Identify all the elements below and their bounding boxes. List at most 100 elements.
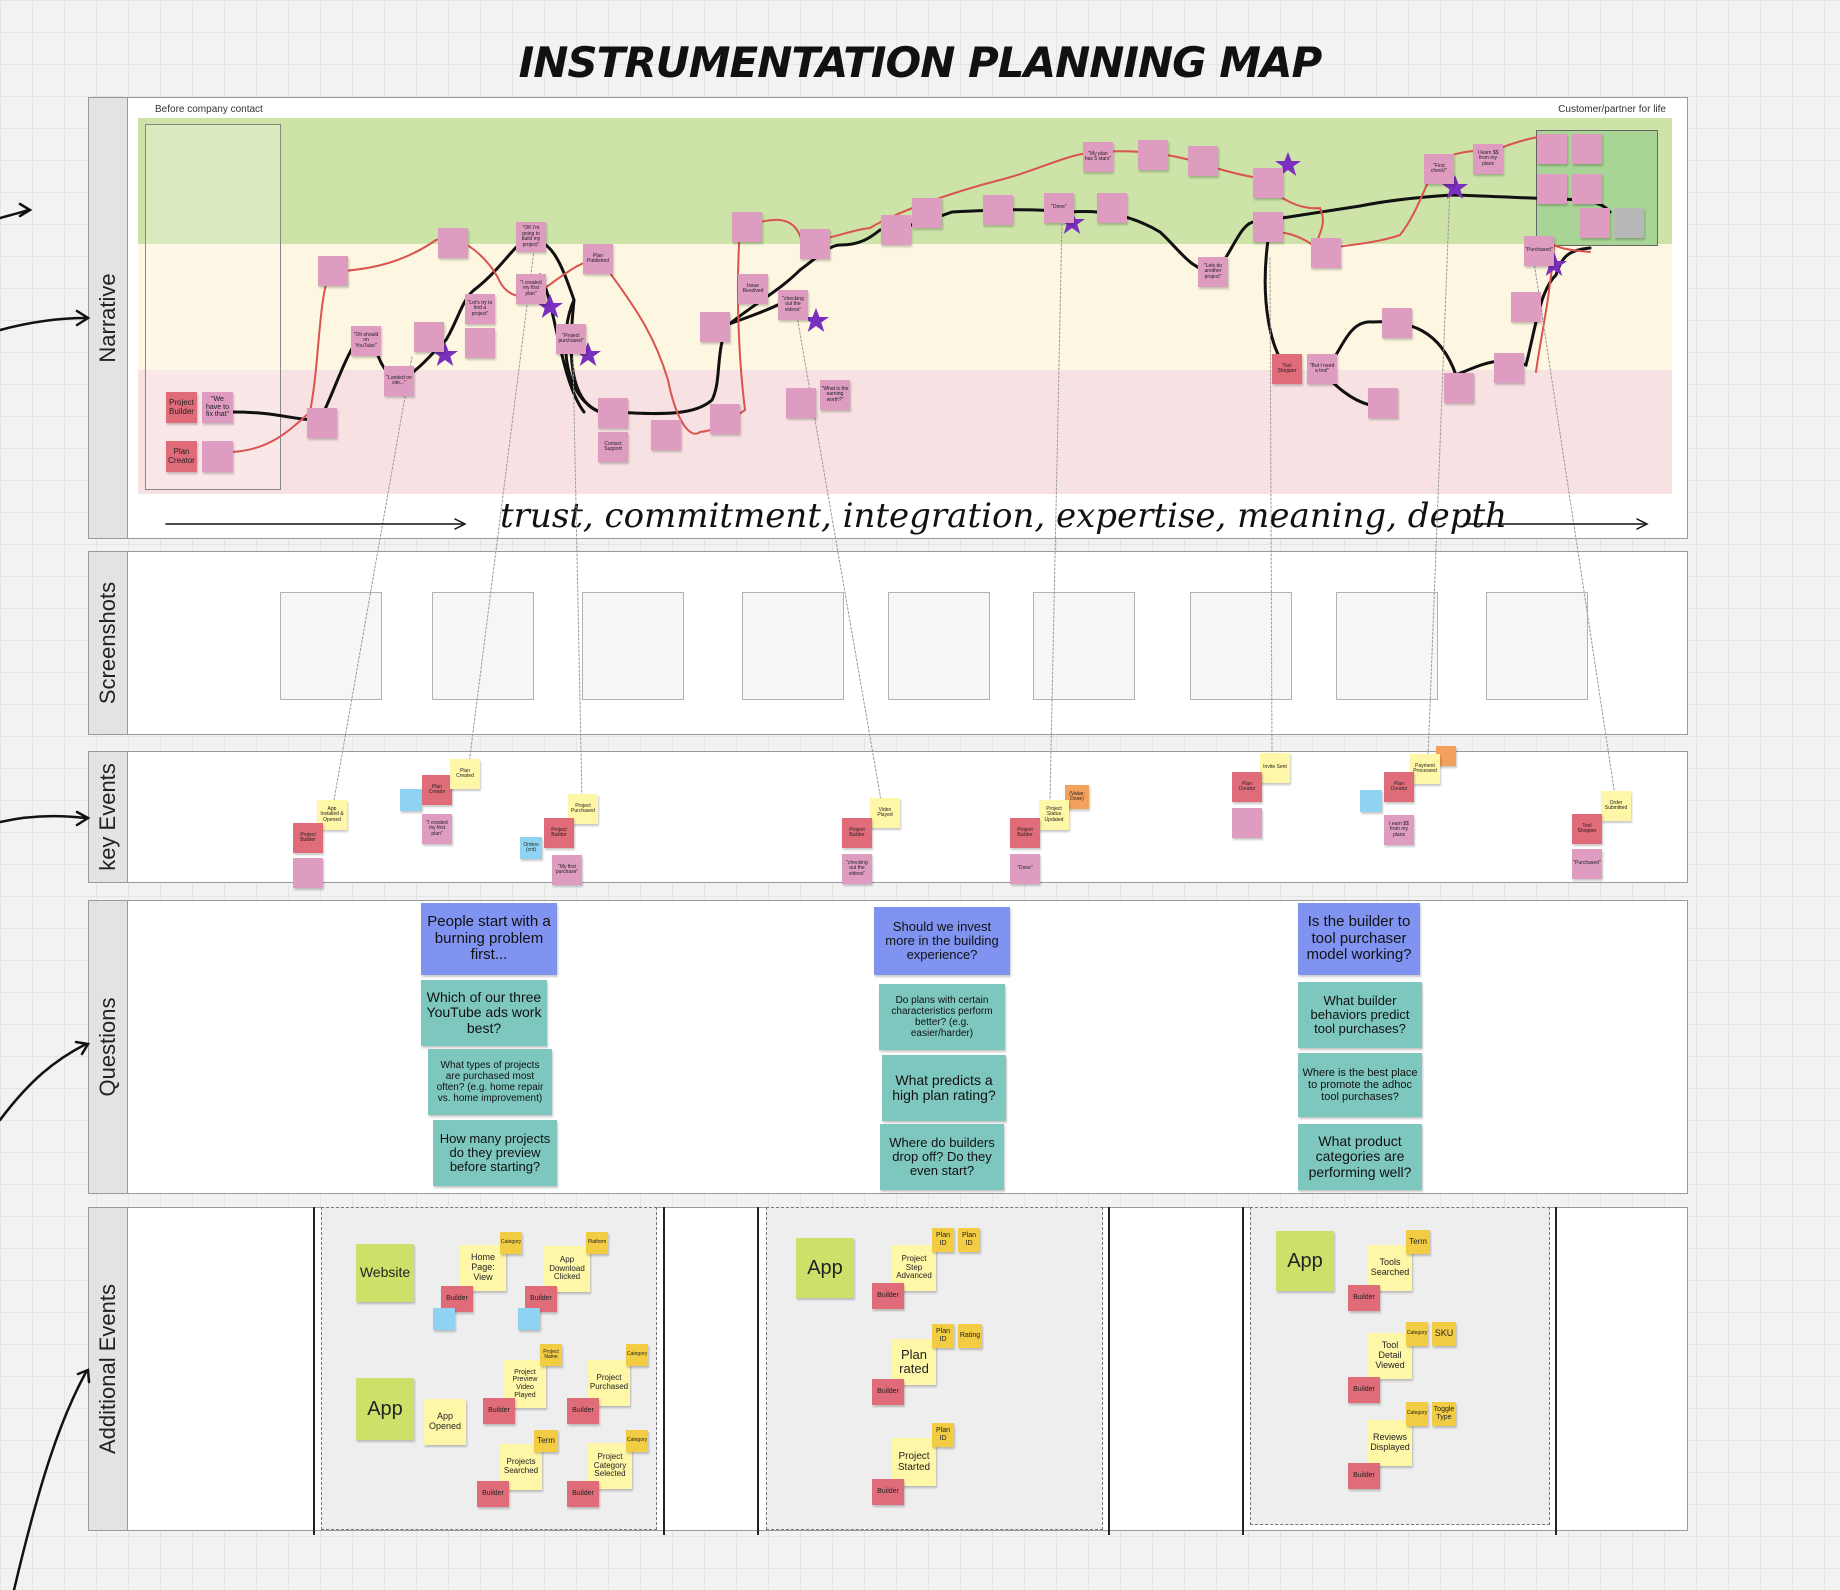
event-home-page-view: Home Page: View: [460, 1245, 506, 1291]
sticky-quote: "My plan has 5 stars": [1083, 142, 1113, 172]
event-quote: "I created my first plan": [422, 814, 452, 844]
event-plan-rated: Plan rated: [892, 1339, 936, 1385]
screenshot-placeholder: [582, 592, 684, 700]
actor-builder: Builder: [1348, 1377, 1380, 1403]
sticky-issue-resolved: Issue Resolved: [738, 274, 768, 304]
star-icon: [1275, 152, 1301, 176]
event-property: [400, 789, 422, 811]
screenshot-placeholder: [1486, 592, 1588, 700]
before-contact-caption: Before company contact: [155, 104, 263, 115]
actor-builder: Builder: [872, 1283, 904, 1309]
sticky-note: [1572, 134, 1602, 164]
sticky-note: [732, 212, 762, 242]
sticky-contact-support: Contact Support: [598, 432, 628, 462]
property-project-name: Project Name: [540, 1344, 562, 1366]
event-project-purchased: Project Purchased: [588, 1360, 630, 1406]
event-tools-searched: Tools Searched: [1368, 1245, 1412, 1291]
sticky-note: [293, 858, 323, 888]
property-term: Term: [534, 1430, 558, 1452]
sticky-project-builder: Project Builder: [166, 392, 197, 423]
event-project-started: Project Started: [892, 1438, 936, 1486]
event-link: [572, 357, 583, 801]
sticky-quote-done: "Done": [1044, 193, 1074, 223]
question-note: What types of projects are purchased mos…: [428, 1049, 552, 1115]
sticky-note: [1138, 140, 1168, 170]
sticky-note: [1511, 292, 1541, 322]
event-property: [1436, 746, 1456, 766]
question-note: What builder behaviors predict tool purc…: [1298, 982, 1422, 1048]
star-icon: [803, 308, 829, 332]
event-actor-plan-creator: Plan Creator: [422, 775, 452, 805]
property-sku: SKU: [1432, 1322, 1456, 1346]
star-icon: [1541, 252, 1567, 276]
narrative-lane-label: Narrative: [88, 97, 128, 539]
sticky-quote: "Let's try to find a project": [465, 294, 495, 324]
sticky-quote: "Landed on site...": [384, 366, 414, 396]
sticky-note: [1444, 373, 1474, 403]
sticky-note: [598, 398, 628, 428]
screenshot-placeholder: [742, 592, 844, 700]
event-tool-detail-viewed: Tool Detail Viewed: [1368, 1333, 1412, 1379]
event-quote: I earn $$ from my plans: [1384, 815, 1414, 845]
key-events-lane-label: key Events: [88, 751, 128, 883]
sticky-note: [1188, 146, 1218, 176]
sticky-note: [710, 404, 740, 434]
question-headline: Is the builder to tool purchaser model w…: [1298, 903, 1420, 975]
sticky-quote: "Oh should on YouTube": [351, 326, 381, 356]
property-platform: Platform: [586, 1232, 608, 1254]
sticky-note: [1368, 388, 1398, 418]
event-project-status-updated: Project Status Updated: [1039, 800, 1069, 830]
incoming-arrow: [0, 208, 30, 220]
incoming-arrow: [0, 316, 88, 332]
before-contact-frame: [145, 124, 281, 490]
sticky-note: [786, 388, 816, 418]
actor-builder: Builder: [441, 1286, 473, 1312]
event-quote: "My first purchase": [552, 855, 582, 885]
column-divider: [1108, 1207, 1110, 1535]
sticky-plan-published: Plan Published: [583, 244, 613, 274]
sticky-note: [307, 408, 337, 438]
property-plan-id: Plan ID: [932, 1423, 954, 1447]
property-category: Category: [1406, 1402, 1428, 1426]
sticky-quote: "I created my first plan": [516, 274, 546, 304]
actor-builder: Builder: [567, 1398, 599, 1424]
star-icon: [432, 342, 458, 366]
incoming-arrow: [12, 1370, 88, 1590]
sticky-note: [1253, 168, 1283, 198]
event-link: [1269, 257, 1273, 759]
question-note: Which of our three YouTube ads work best…: [421, 980, 547, 1046]
property-plan-id: Plan ID: [932, 1228, 954, 1252]
event-actor-project-builder: Project Builder: [842, 818, 872, 848]
event-actor-plan-creator: Plan Creator: [1384, 772, 1414, 802]
event-actor-plan-creator: Plan Creator: [1232, 772, 1262, 802]
column-divider: [1242, 1207, 1244, 1535]
actor-builder: Builder: [567, 1481, 599, 1507]
column-divider: [663, 1207, 665, 1535]
event-actor-project-builder: Project Builder: [544, 818, 574, 848]
sticky-quote: "OK I'm going to build my project": [516, 222, 546, 252]
property-rating: Rating: [958, 1324, 982, 1348]
event-property-orders: Orders (cnt): [520, 837, 542, 859]
sticky-note: [1097, 193, 1127, 223]
event-property: [1360, 790, 1382, 812]
questions-lane-label: Questions: [88, 900, 128, 1194]
actor-builder: Builder: [477, 1481, 509, 1507]
question-note: What predicts a high plan rating?: [882, 1055, 1006, 1121]
event-link: [796, 315, 883, 807]
event-link: [1049, 219, 1063, 801]
screenshots-lane-label: Screenshots: [88, 551, 128, 735]
question-note: What product categories are performing w…: [1298, 1124, 1422, 1190]
sticky-note: [881, 215, 911, 245]
star-icon: [575, 342, 601, 366]
platform-website-note: Website: [356, 1244, 414, 1302]
sticky-note: [700, 312, 730, 342]
event-project-category-selected: Project Category Selected: [588, 1443, 632, 1489]
sticky-note: [1311, 238, 1341, 268]
question-headline: People start with a burning problem firs…: [421, 903, 557, 975]
property-term: Term: [1406, 1230, 1430, 1254]
property-category: Category: [500, 1232, 522, 1254]
property-plan-id: Plan ID: [932, 1324, 954, 1348]
sticky-note: [414, 322, 444, 352]
sticky-quote: "checking out the videos": [778, 290, 808, 320]
